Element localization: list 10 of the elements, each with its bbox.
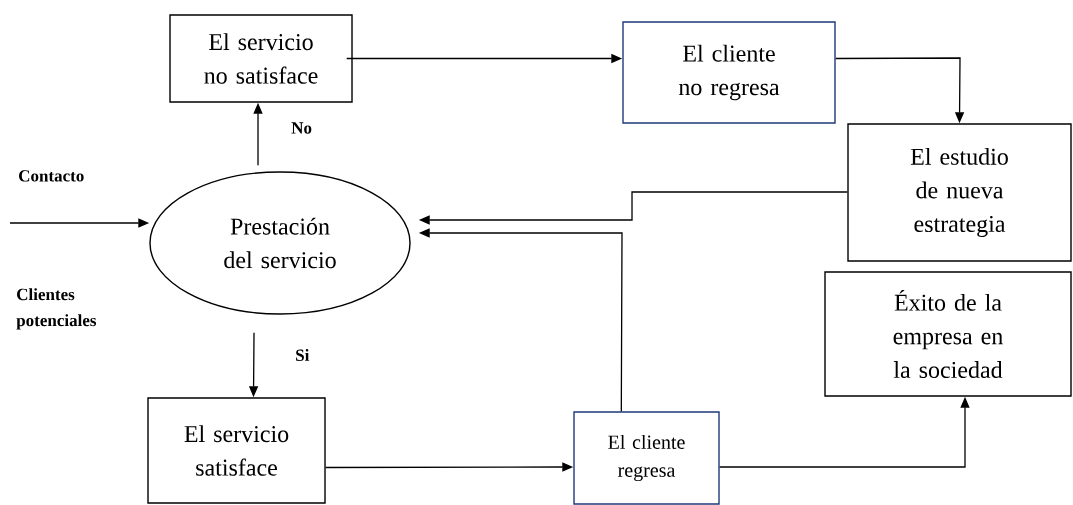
edge-label: No [290, 121, 313, 135]
process-box: El cliente no regresa [622, 21, 836, 124]
process-box: El cliente regresa [573, 411, 720, 505]
process-box: El estudio de nueva estrategia [847, 123, 1072, 262]
label: Clientes potenciales [16, 288, 97, 330]
edge-label: Si [294, 348, 311, 362]
process-box: El servicio no satisface [169, 14, 353, 103]
process-box: Éxito de la empresa en la sociedad [824, 271, 1072, 397]
label: Contacto [19, 170, 84, 182]
process-box: El servicio satisface [147, 397, 326, 504]
